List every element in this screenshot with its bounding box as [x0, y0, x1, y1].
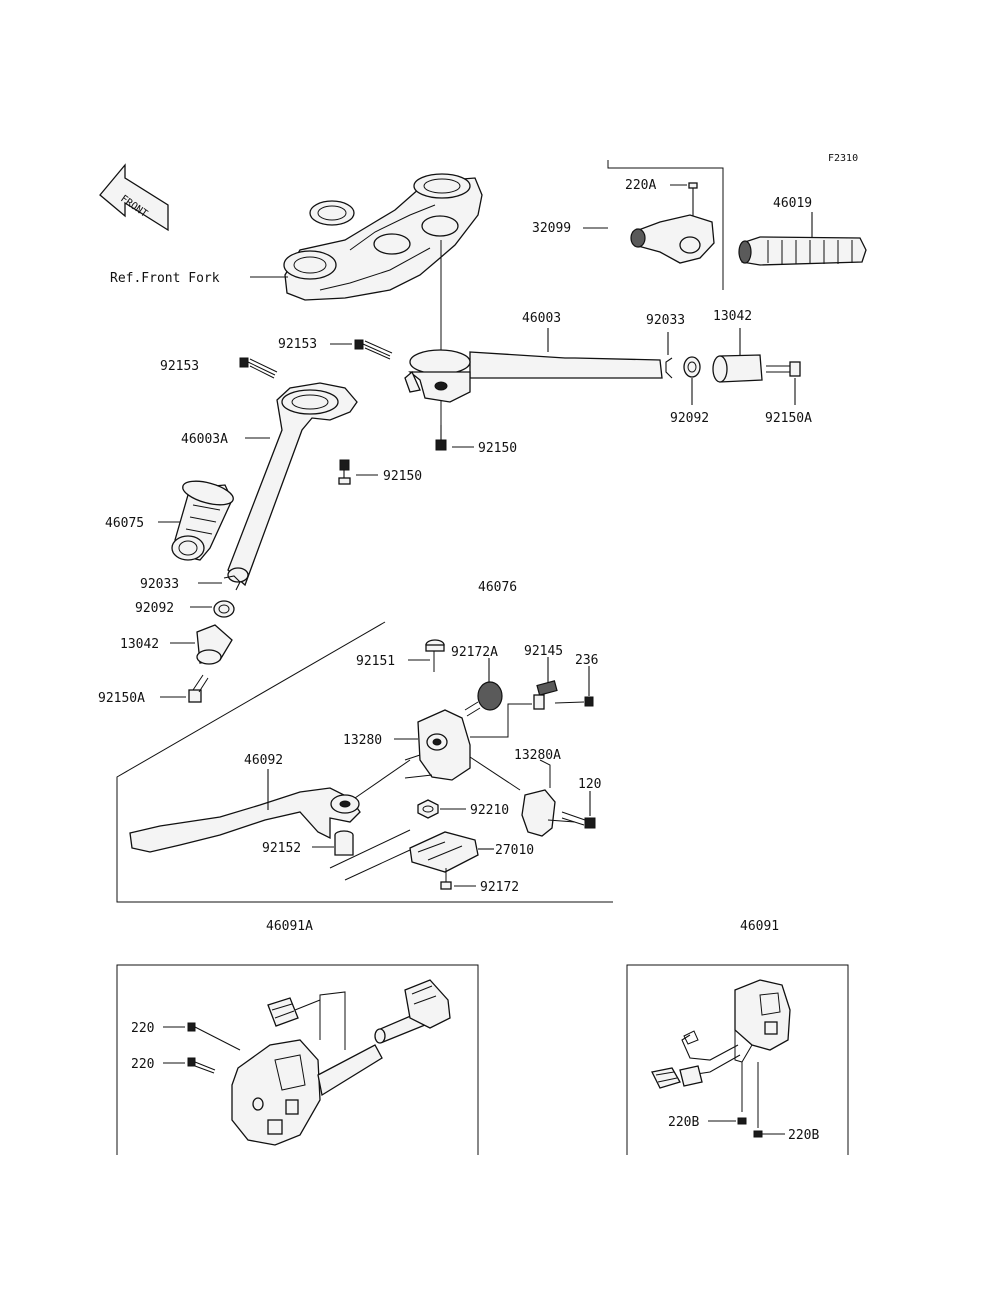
collar-92092-right [683, 356, 701, 378]
label-92150-left: 92150 [383, 469, 422, 484]
front-arrow-icon: FRONT [99, 163, 169, 232]
label-92172A: 92172A [451, 645, 498, 660]
throttle-group-bracket [607, 160, 724, 290]
label-92150A-left: 92150A [98, 691, 145, 706]
screw-220-upper [187, 1022, 241, 1051]
lever-holder-13280 [404, 709, 471, 781]
label-32099: 32099 [532, 221, 571, 236]
bolt-92150A-right [766, 361, 801, 377]
label-92153-left: 92153 [160, 359, 199, 374]
label-220-lower: 220 [131, 1057, 154, 1072]
bolt-92150-left [338, 459, 351, 485]
right-switch-frame [626, 964, 849, 1155]
screw-220B-left [737, 1062, 747, 1125]
label-120: 120 [578, 777, 601, 792]
label-46091A: 46091A [266, 919, 313, 934]
bolt-92153-right [354, 339, 393, 360]
label-13042-right: 13042 [713, 309, 752, 324]
adjuster-leader [470, 703, 532, 738]
cap-92151 [425, 639, 445, 672]
left-switch-frame [116, 964, 479, 1155]
label-27010: 27010 [495, 843, 534, 858]
right-grip-46019 [738, 236, 867, 266]
bolt-92153-left [239, 357, 278, 379]
lever-pivot-leader [354, 759, 411, 799]
switch-27010 [409, 831, 479, 873]
circlip-92033-left [223, 575, 241, 591]
right-handlebar-46003 [404, 349, 663, 403]
label-220B-left: 220B [668, 1115, 699, 1130]
bolt-220A [688, 182, 698, 218]
label-92151: 92151 [356, 654, 395, 669]
collar-92152 [334, 830, 354, 856]
label-92033-left: 92033 [140, 577, 179, 592]
lever-assembly-frame [116, 621, 613, 903]
label-236: 236 [575, 653, 598, 668]
left-switch-cable-clamp [374, 979, 451, 1044]
screw-92172 [440, 868, 452, 890]
label-220B-right: 220B [788, 1128, 819, 1143]
label-92145: 92145 [524, 644, 563, 659]
label-92152: 92152 [262, 841, 301, 856]
label-46092: 46092 [244, 753, 283, 768]
bolt-92150A-left [188, 674, 209, 703]
clamp-leader [469, 756, 521, 791]
bar-end-13042-left [196, 624, 233, 665]
collar-92092-left [213, 600, 235, 618]
label-46003: 46003 [522, 311, 561, 326]
label-46003A: 46003A [181, 432, 228, 447]
clamp-label-leader [539, 759, 551, 788]
right-switch-housing [734, 979, 791, 1063]
label-46091: 46091 [740, 919, 779, 934]
label-220A: 220A [625, 178, 656, 193]
lever-guide-lines [329, 829, 411, 881]
bolt-92150-right [435, 425, 447, 451]
label-92033-right: 92033 [646, 313, 685, 328]
label-92092-right: 92092 [670, 411, 709, 426]
label-220-upper: 220 [131, 1021, 154, 1036]
upper-triple-clamp [283, 173, 483, 301]
clamp-13280A [521, 789, 576, 837]
label-13042-left-text: 13042 [120, 637, 159, 652]
label-92150A-right: 92150A [765, 411, 812, 426]
label-92153-right: 92153 [278, 337, 317, 352]
ref-front-fork-label: Ref.Front Fork [110, 271, 220, 286]
label-92150-right: 92150 [478, 441, 517, 456]
left-switch-connector [267, 997, 321, 1027]
circlip-92033-right [665, 357, 673, 379]
switch-92145 [533, 680, 558, 710]
label-92092-left: 92092 [135, 601, 174, 616]
adjuster-92172A [464, 681, 503, 717]
label-92210: 92210 [470, 803, 509, 818]
screw-220B-right [753, 1062, 763, 1138]
right-switch-wiring [651, 1030, 741, 1089]
bar-end-13042-right [712, 354, 763, 383]
label-92172: 92172 [480, 880, 519, 895]
figure-code: F2310 [828, 153, 858, 164]
label-13280: 13280 [343, 733, 382, 748]
label-13280A: 13280A [514, 748, 561, 763]
brake-lever-46092 [129, 787, 361, 853]
label-46075: 46075 [105, 516, 144, 531]
throttle-housing-32099 [630, 214, 715, 264]
nut-92210 [417, 799, 439, 819]
left-grip-46075 [171, 480, 234, 561]
screw-220-lower [187, 1057, 216, 1074]
bolt-120 [561, 811, 596, 829]
screw-236 [554, 696, 594, 707]
left-switch-housing [231, 991, 383, 1146]
left-handlebar-46003A [227, 382, 358, 587]
label-46019: 46019 [773, 196, 812, 211]
label-46076: 46076 [478, 580, 517, 595]
